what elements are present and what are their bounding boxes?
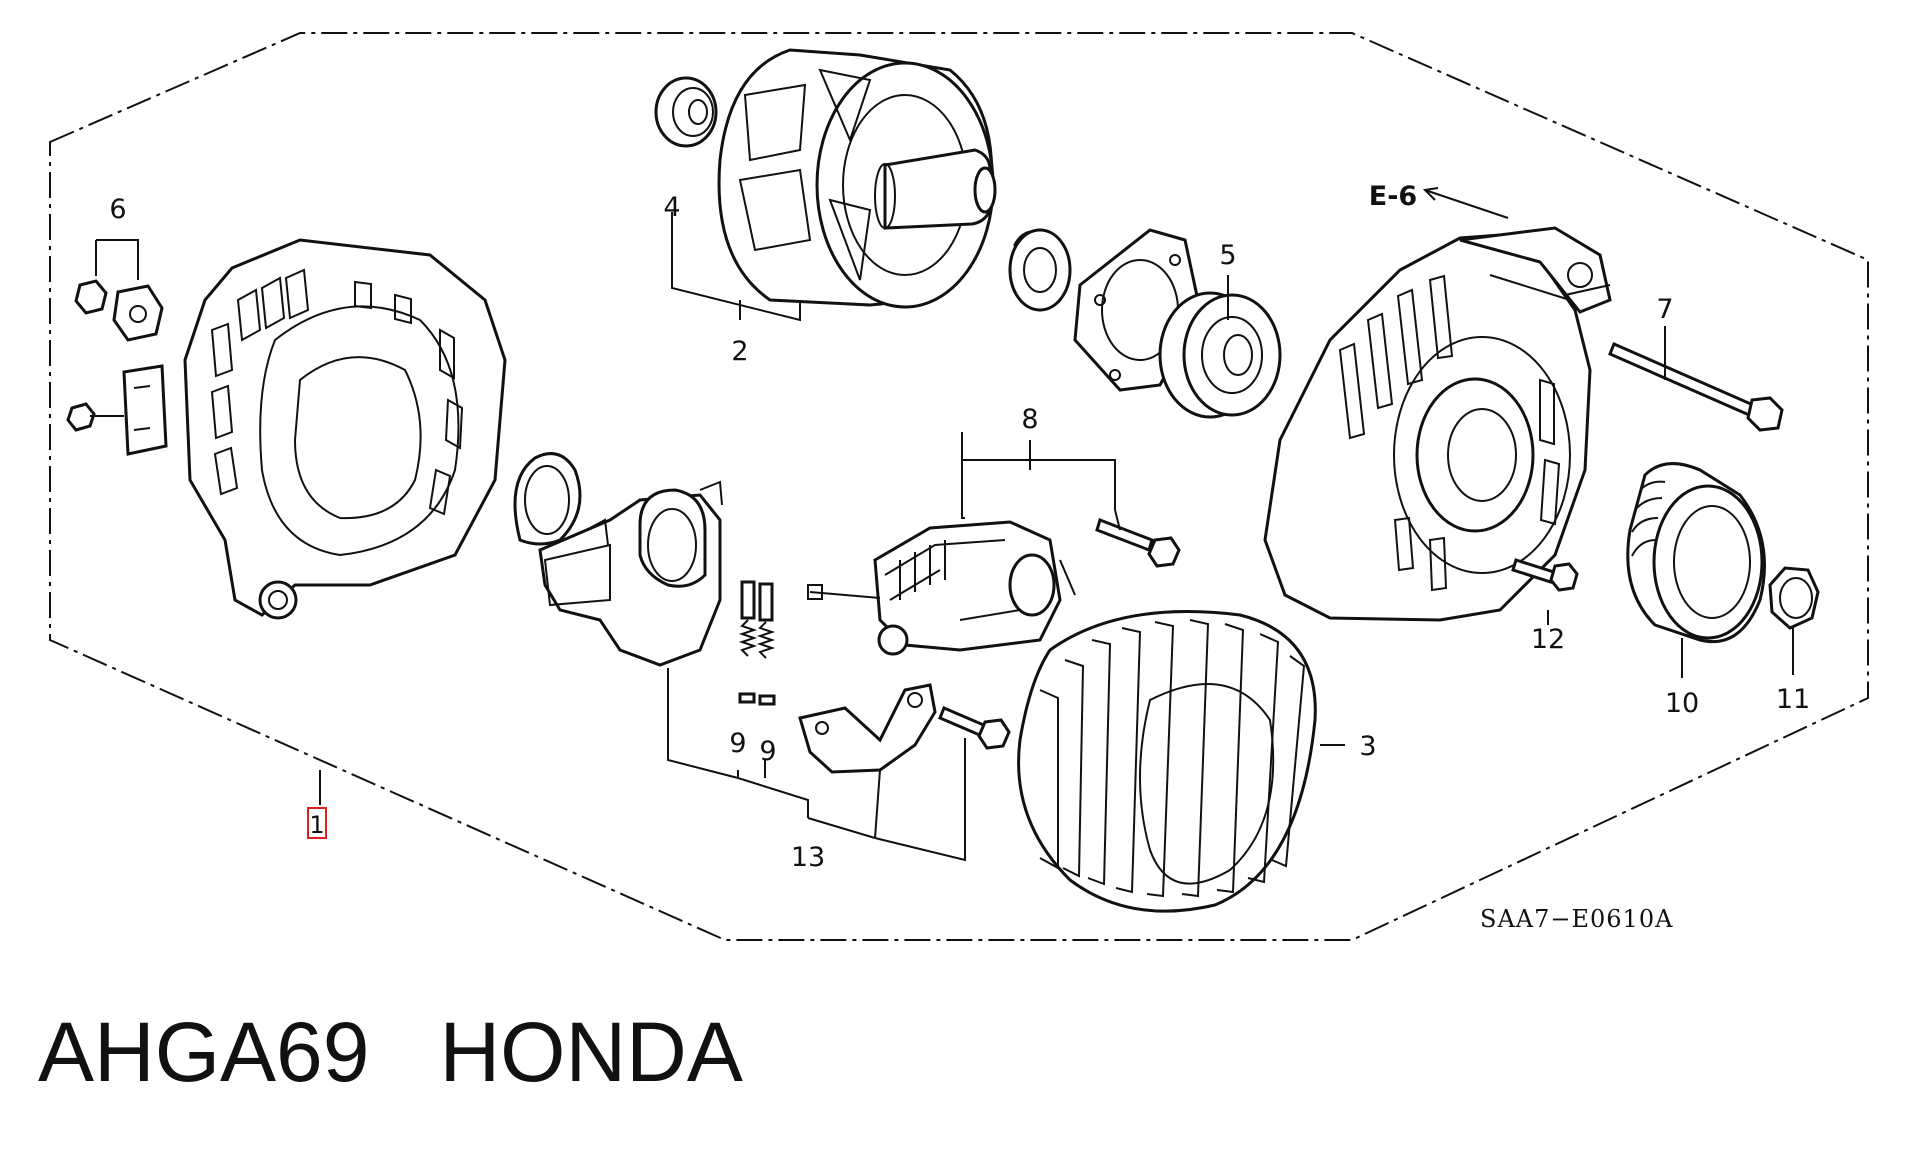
screw-8[interactable]	[1095, 518, 1181, 568]
callout-3[interactable]: 3	[1359, 731, 1376, 762]
part-11-nut[interactable]	[1768, 566, 1820, 630]
callout-5[interactable]: 5	[1219, 240, 1236, 271]
front-housing[interactable]	[1263, 226, 1612, 622]
part-4-bearing[interactable]	[654, 76, 718, 148]
callout-11[interactable]: 11	[1776, 684, 1810, 715]
diagram-code: SAA7−E0610A	[1480, 905, 1673, 933]
callout-4[interactable]: 4	[663, 192, 680, 223]
part-3-stator[interactable]	[1017, 610, 1317, 913]
callout-labels: 6 4 2 5 7 8 12 10 11 3 9 9 13 1 E-6 SAA7…	[109, 181, 1810, 933]
screw-13[interactable]	[938, 706, 1011, 750]
part-6-terminal-parts[interactable]	[66, 279, 168, 456]
callout-8[interactable]: 8	[1021, 404, 1038, 435]
callout-1-selected[interactable]: 1	[307, 807, 327, 839]
callout-12[interactable]: 12	[1531, 624, 1565, 655]
part-1-rear-housing[interactable]	[183, 238, 507, 620]
part-5-bearing[interactable]	[1158, 291, 1282, 419]
callout-9-first[interactable]: 9	[729, 728, 746, 759]
callout-6[interactable]: 6	[109, 194, 126, 225]
part-2-rotor[interactable]	[717, 48, 997, 309]
callout-7[interactable]: 7	[1656, 294, 1673, 325]
terminal-plate[interactable]	[798, 683, 937, 774]
callout-10[interactable]: 10	[1665, 688, 1699, 719]
callout-1[interactable]: 1	[309, 811, 324, 839]
callout-9-second[interactable]: 9	[759, 736, 776, 767]
part-12-bolt[interactable]	[1511, 558, 1579, 592]
callout-13[interactable]: 13	[791, 842, 825, 873]
selection-highlight	[307, 807, 327, 839]
part-number-caption: AHGA69 HONDA	[38, 1005, 743, 1099]
part-9-brushes[interactable]	[738, 580, 776, 706]
leader-lines	[95, 187, 1794, 862]
part-10-pulley[interactable]	[1626, 462, 1766, 644]
diagram-border	[49, 32, 1869, 941]
spacer-ring[interactable]	[1008, 228, 1072, 312]
part-13-brush-holder[interactable]	[538, 480, 723, 667]
part-7-through-bolt[interactable]	[1608, 342, 1784, 432]
reference-e6[interactable]: E-6	[1369, 181, 1417, 212]
callout-2[interactable]: 2	[731, 336, 748, 367]
part-8-rectifier[interactable]	[807, 520, 1062, 656]
snap-ring[interactable]	[513, 452, 582, 546]
